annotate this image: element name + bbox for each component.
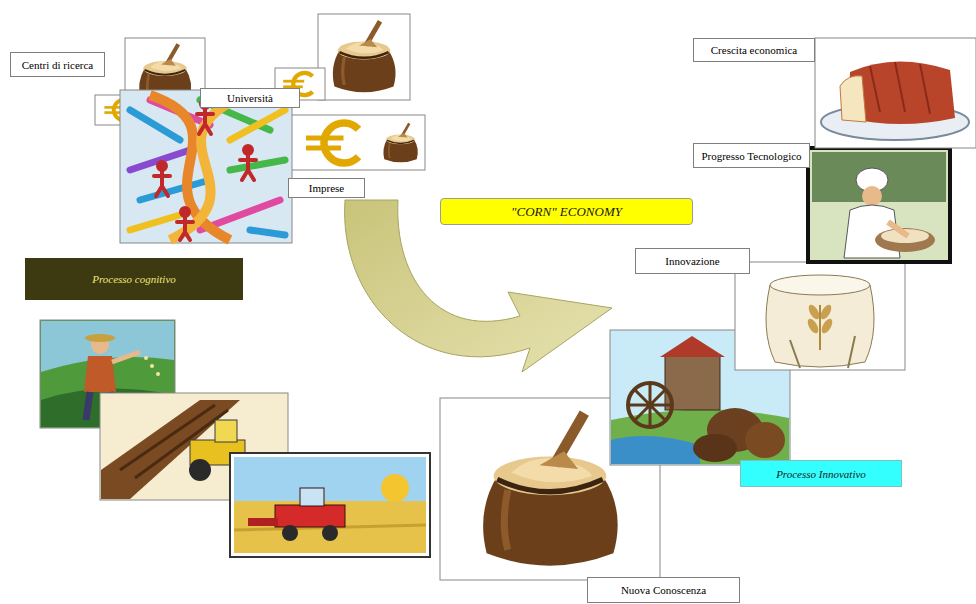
node-label: Università — [227, 92, 273, 104]
flour-sack-picture-part — [770, 275, 870, 295]
bread-picture — [815, 38, 976, 148]
baker-picture — [808, 148, 950, 262]
actor-box: Università — [200, 88, 300, 108]
mill-picture-part — [611, 436, 700, 464]
dna-picture-part-part — [130, 110, 180, 140]
harvester-picture-part — [381, 474, 409, 502]
stage-box: Progresso Tecnologico — [693, 143, 810, 168]
harvester-picture-part — [234, 501, 426, 553]
sower-picture-part — [112, 352, 140, 362]
flour-sack-picture-part — [735, 262, 905, 370]
node-label: Crescita economica — [711, 44, 797, 56]
sower-picture-part — [144, 356, 160, 376]
baker-picture-part — [862, 186, 882, 206]
flour-sack-picture-part — [790, 336, 855, 368]
sack-picture-part — [318, 14, 410, 100]
node-label: Processo cognitivo — [92, 273, 176, 285]
harvester-picture-part — [322, 525, 338, 541]
euro-sack-picture-part — [306, 123, 359, 163]
euro-sack-picture — [290, 115, 425, 170]
mill-picture-part — [745, 422, 785, 458]
sower-picture-part-part — [150, 364, 154, 368]
process-band: Processo Innovativo — [740, 460, 902, 487]
node-label: Centri di ricerca — [22, 59, 93, 71]
dna-picture-part — [170, 95, 245, 240]
mill-picture-part — [628, 383, 672, 427]
stage-box: Crescita economica — [693, 38, 815, 62]
title-box: "CORN" ECONOMY — [440, 198, 693, 225]
harvester-picture-part — [234, 457, 426, 501]
flour-sack-picture-part — [766, 285, 874, 367]
flour-sack-picture-part — [806, 303, 835, 335]
euro-sack-picture-part — [290, 115, 425, 170]
dna-picture-part-part — [197, 108, 213, 134]
dna-picture-part-part — [130, 150, 190, 170]
dna-picture-part — [154, 100, 256, 240]
node-label: Nuova Conoscenza — [621, 584, 706, 596]
mill-picture-part — [660, 336, 725, 357]
dna-picture-part-part — [240, 154, 256, 180]
flour-sack-picture-part — [819, 305, 821, 350]
mill-picture-part — [693, 434, 737, 462]
process-band: Processo cognitivo — [25, 258, 243, 300]
baker-picture-part — [808, 148, 950, 262]
bread-picture-part — [815, 38, 976, 148]
flour-sack-picture-part-part — [806, 317, 821, 335]
sack-picture-part — [333, 20, 396, 92]
harvester-picture — [230, 453, 430, 557]
dna-picture — [120, 90, 292, 243]
dna-picture-part-part — [230, 160, 285, 170]
big-sack-picture-part — [483, 410, 618, 565]
harvester-picture-part — [300, 488, 324, 506]
harvester-picture-part — [275, 505, 345, 527]
flour-sack-picture-part-part — [819, 303, 834, 321]
dna-picture-part-part — [230, 110, 285, 140]
actor-box: Imprese — [288, 178, 365, 198]
process-arrow — [345, 200, 612, 372]
dna-picture-part-part — [250, 230, 285, 235]
bread-picture-part — [840, 76, 866, 122]
sower-picture-part-part — [144, 356, 148, 360]
sower-picture-part — [85, 334, 115, 342]
node-label: Progresso Tecnologico — [701, 150, 801, 162]
bread-picture-part — [870, 62, 930, 114]
flour-sack-picture-part-part — [807, 303, 822, 321]
flour-sack-picture-part-part — [820, 317, 835, 335]
dna-picture-part — [120, 90, 292, 243]
node-label: Innovazione — [665, 255, 719, 267]
harvester-picture-part — [248, 518, 278, 526]
dna-picture-part-part — [177, 216, 193, 240]
node-label: Imprese — [309, 182, 344, 194]
stage-box: Nuova Conoscenza — [587, 577, 740, 603]
baker-picture-part — [888, 222, 908, 236]
stage-box: Innovazione — [635, 248, 750, 274]
mill-picture-part — [628, 383, 672, 427]
sack-picture — [318, 14, 410, 100]
flour-sack-picture — [735, 262, 905, 370]
node-label: Processo Innovativo — [776, 468, 866, 480]
dna-picture-part-part — [140, 180, 210, 200]
euro-sack-picture-part — [383, 123, 417, 163]
dna-picture-part-part — [154, 170, 170, 196]
actor-box: Centri di ricerca — [10, 52, 105, 77]
harvester-picture-part — [282, 525, 298, 541]
harvester-picture-part — [230, 453, 430, 557]
sower-picture-part-part — [156, 372, 160, 376]
sower-picture-part — [84, 356, 116, 392]
dna-picture-part-part — [130, 215, 180, 230]
tractor-picture-part — [189, 459, 211, 481]
node-label: "CORN" ECONOMY — [511, 204, 622, 220]
tractor-picture-part — [215, 420, 237, 442]
